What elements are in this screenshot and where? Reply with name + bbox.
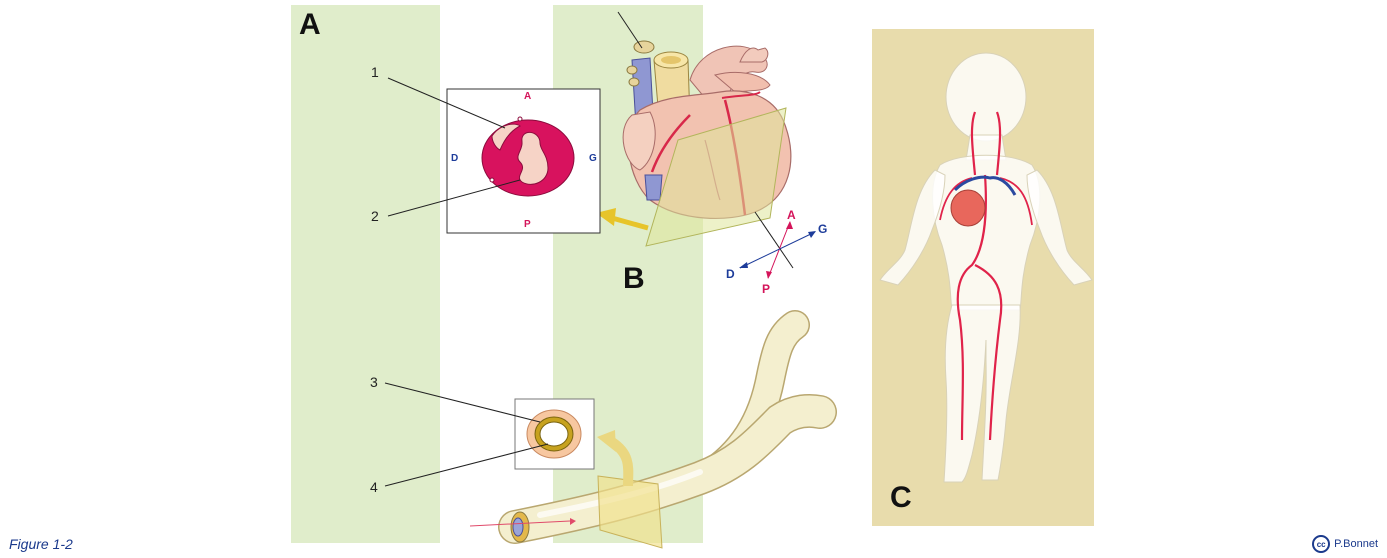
axis-anterior-posterior xyxy=(767,221,791,279)
panel-label-a: A xyxy=(299,8,321,41)
figure-caption: Figure 1-2 xyxy=(9,536,73,552)
panel-label-c: C xyxy=(890,481,912,514)
aorta-lumen xyxy=(661,56,681,64)
coronary-branch xyxy=(721,91,761,99)
artery-trunk-fill xyxy=(499,395,836,543)
vessel-stub-1 xyxy=(626,65,638,75)
axis-plane-line xyxy=(754,211,794,269)
subclavian-arteries xyxy=(939,177,1033,226)
figure-heart xyxy=(950,189,986,227)
inferior-vena-cava xyxy=(644,174,663,201)
callout-4: 4 xyxy=(370,479,378,495)
vena-cava-opening xyxy=(633,40,655,54)
section-label-right: D xyxy=(451,153,459,164)
coronary-vessel-posterior xyxy=(489,177,495,183)
credit: cc P.Bonnet xyxy=(1312,535,1378,553)
blood-flow-line xyxy=(469,520,571,527)
leader-line-2 xyxy=(387,179,521,217)
axis-arrowhead-left xyxy=(808,231,816,238)
great-veins xyxy=(953,175,1017,196)
heart-illustration xyxy=(596,11,816,279)
figure-head xyxy=(945,52,1027,142)
left-ventricle-lumen xyxy=(517,131,549,185)
arrow-to-section-head xyxy=(596,208,616,226)
section-plane xyxy=(645,107,787,247)
section-label-left: G xyxy=(589,153,597,164)
credit-author: P.Bonnet xyxy=(1334,538,1378,550)
callout-1: 1 xyxy=(371,64,379,80)
artery-section-plane xyxy=(597,475,663,549)
artery-lumen-section xyxy=(539,421,569,447)
artery-section-inset xyxy=(514,398,595,470)
leader-line-heart xyxy=(617,11,643,49)
blood-flow-arrowhead xyxy=(570,518,576,525)
axis-label-right: D xyxy=(726,267,735,281)
section-label-posterior: P xyxy=(524,219,531,230)
axis-arrowhead-anterior xyxy=(786,221,793,229)
axis-arrowhead-posterior xyxy=(766,271,772,279)
right-ventricle-lumen xyxy=(491,123,521,151)
callout-2: 2 xyxy=(371,208,379,224)
callout-3: 3 xyxy=(370,374,378,390)
section-label-anterior: A xyxy=(524,91,532,102)
coronary-vessel-anterior xyxy=(517,116,523,122)
human-figure xyxy=(879,52,1093,483)
artery-cut-lumen xyxy=(512,517,524,537)
curved-arrow-to-inset xyxy=(609,437,634,487)
axis-label-posterior: P xyxy=(762,282,771,296)
heart-section-inset xyxy=(446,88,601,234)
panel-a-band-left xyxy=(291,5,440,543)
leader-line-3 xyxy=(384,382,541,423)
arrow-to-section xyxy=(611,215,649,231)
axis-label-anterior: A xyxy=(787,208,796,222)
artery-illustration xyxy=(469,310,837,549)
descending-aorta xyxy=(956,174,1003,441)
axis-right-left xyxy=(739,231,816,269)
axis-label-left: G xyxy=(818,222,828,236)
figure-legs xyxy=(943,304,1021,483)
brachiocephalic-branches xyxy=(739,47,769,63)
curved-arrow-head xyxy=(597,430,616,452)
figure-right-arm xyxy=(1026,169,1093,286)
creative-commons-icon: cc xyxy=(1312,535,1331,553)
carotid-arteries xyxy=(970,111,1002,176)
axis-arrowhead-right xyxy=(739,262,748,268)
panel-label-b: B xyxy=(623,262,645,295)
leader-line-4 xyxy=(384,443,549,487)
right-coronary-artery xyxy=(650,114,691,173)
vessel-stub-2 xyxy=(628,77,640,87)
figure-left-arm xyxy=(879,169,946,286)
right-atrium xyxy=(622,111,656,171)
leader-line-1 xyxy=(387,77,506,129)
